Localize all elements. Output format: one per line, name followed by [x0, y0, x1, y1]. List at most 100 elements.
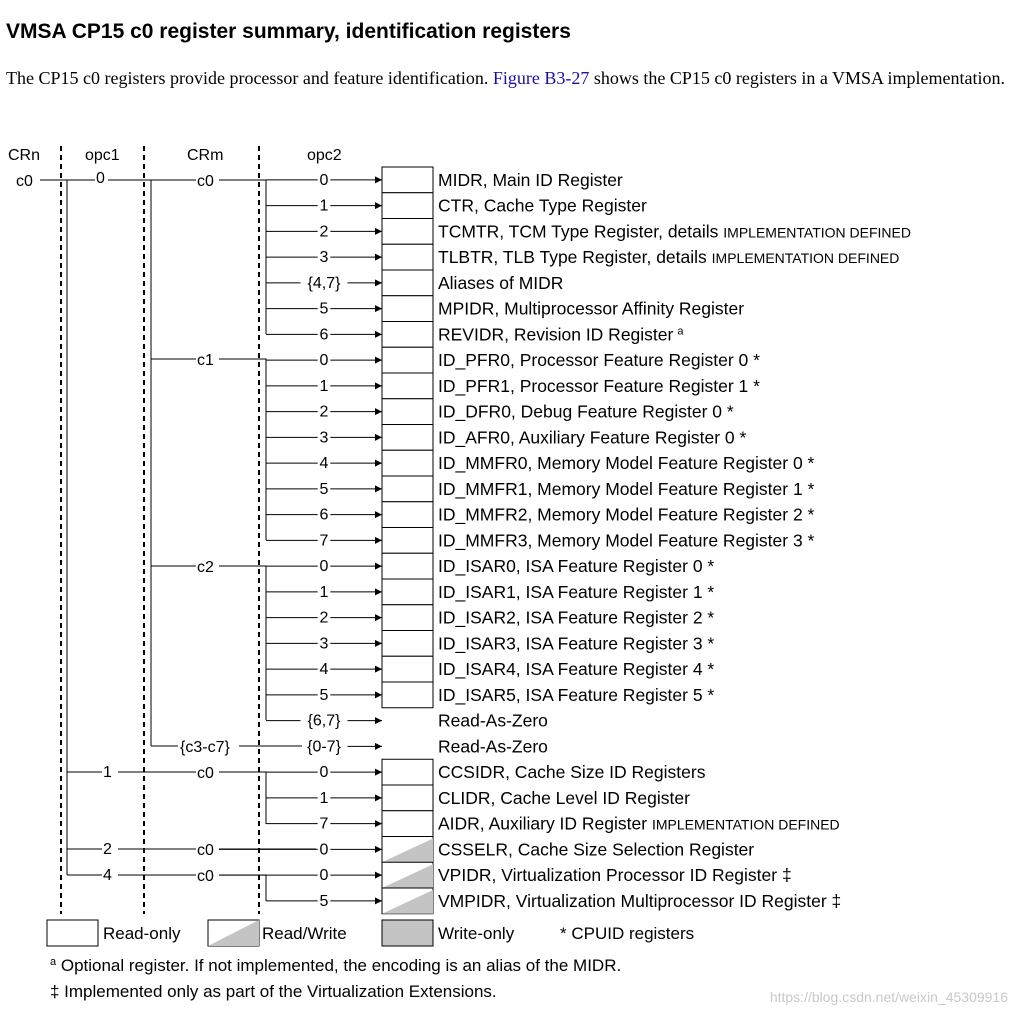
- opc2-value: 1: [320, 378, 329, 395]
- register-name-text: CLIDR, Cache Level ID Register: [438, 788, 690, 808]
- crn-value: c0: [16, 173, 33, 190]
- opc1-value: 1: [103, 764, 112, 781]
- register-footnote-marker: a: [677, 325, 684, 337]
- footnote-a: a Optional register. If not implemented,…: [50, 956, 621, 975]
- register-name: ID_ISAR2, ISA Feature Register 2 *: [438, 608, 714, 629]
- register-name-text: VMPIDR, Virtualization Multiprocessor ID…: [438, 891, 841, 911]
- opc2-value: 7: [320, 532, 329, 549]
- register-name: ID_MMFR1, Memory Model Feature Register …: [438, 479, 815, 500]
- footnote-dagger: ‡ Implemented only as part of the Virtua…: [50, 982, 497, 1001]
- opc2-value: 6: [320, 507, 329, 524]
- register-name-text: CTR, Cache Type Register: [438, 196, 647, 216]
- register-name-text: ID_ISAR1, ISA Feature Register 1 *: [438, 582, 714, 603]
- register-box: [381, 166, 434, 194]
- register-name-text: AIDR, Auxiliary ID Register: [438, 814, 652, 834]
- register-name: ID_PFR0, Processor Feature Register 0 *: [438, 350, 760, 371]
- register-box-rw-fill: [382, 864, 433, 888]
- register-box: [381, 321, 434, 348]
- register-name: VMPIDR, Virtualization Multiprocessor ID…: [438, 891, 841, 911]
- register-box: [381, 475, 434, 503]
- register-name-text: ID_DFR0, Debug Feature Register 0 *: [438, 402, 734, 423]
- intro-paragraph: The CP15 c0 registers provide processor …: [6, 66, 1006, 91]
- figure-link[interactable]: Figure B3-27: [492, 68, 590, 88]
- register-name-text: ID_MMFR2, Memory Model Feature Register …: [438, 505, 815, 526]
- opc2-value: 4: [320, 661, 329, 678]
- register-name-text: Read-As-Zero: [438, 736, 548, 756]
- register-name: ID_MMFR0, Memory Model Feature Register …: [438, 453, 815, 474]
- register-box: [381, 810, 434, 837]
- opc2-value: 1: [320, 790, 329, 807]
- register-box: [381, 784, 434, 812]
- column-header-opc1: opc1: [85, 147, 120, 164]
- register-name-suffix: IMPLEMENTATION DEFINED: [652, 817, 840, 833]
- register-name: ID_PFR1, Processor Feature Register 1 *: [438, 376, 760, 397]
- register-name: ID_ISAR1, ISA Feature Register 1 *: [438, 582, 714, 603]
- register-name: ID_ISAR4, ISA Feature Register 4 *: [438, 659, 714, 680]
- register-box: [381, 630, 434, 657]
- legend-read-only-swatch: [46, 919, 99, 947]
- opc2-value: 0: [320, 841, 329, 858]
- register-name: ID_AFR0, Auxiliary Feature Register 0 *: [438, 427, 747, 448]
- register-row: 7 ID_MMFR3, Memory Model Feature Register…: [266, 527, 815, 554]
- column-header-crn: CRn: [8, 147, 40, 164]
- intro-text-end: shows the CP15 c0 registers in a VMSA im…: [589, 68, 1005, 88]
- register-box: [381, 527, 434, 554]
- register-row: 6 ID_MMFR2, Memory Model Feature Register…: [266, 501, 815, 528]
- crm-value: c0: [197, 173, 214, 190]
- register-name-text: TCMTR, TCM Type Register, details: [438, 221, 723, 241]
- opc2-value: 2: [320, 223, 329, 240]
- opc2-value: {6,7}: [308, 713, 342, 730]
- opc2-value: 5: [320, 893, 329, 910]
- legend-cpuid-label: * CPUID registers: [560, 924, 694, 943]
- register-box-rw-fill: [382, 838, 433, 863]
- opc2-value: 0: [320, 764, 329, 781]
- register-name: ID_ISAR3, ISA Feature Register 3 *: [438, 633, 714, 654]
- register-box: [381, 758, 434, 786]
- register-name-text: ID_ISAR5, ISA Feature Register 5 *: [438, 685, 714, 706]
- register-row: 4 ID_ISAR4, ISA Feature Register 4 *: [266, 655, 714, 683]
- register-box: [381, 346, 434, 374]
- register-name-text: TLBTR, TLB Type Register, details: [438, 247, 712, 267]
- register-box: [381, 655, 434, 683]
- register-box: [381, 295, 434, 322]
- register-name-text: ID_MMFR3, Memory Model Feature Register …: [438, 530, 815, 551]
- crm-value: c0: [197, 765, 214, 782]
- legend: Read-only Read/Write Write-only * CPUID …: [46, 919, 694, 947]
- opc2-value: 1: [320, 584, 329, 601]
- opc2-value: 2: [320, 610, 329, 627]
- opc2-value: 5: [320, 301, 329, 318]
- watermark: https://blog.csdn.net/weixin_45309916: [769, 989, 1008, 1005]
- register-box: [381, 218, 434, 245]
- footnote-a-marker: a: [50, 956, 57, 968]
- register-box: [381, 398, 434, 425]
- register-name: ID_ISAR0, ISA Feature Register 0 *: [438, 556, 714, 577]
- register-name-text: ID_AFR0, Auxiliary Feature Register 0 *: [438, 427, 747, 448]
- register-name-text: ID_MMFR1, Memory Model Feature Register …: [438, 479, 815, 500]
- register-name-text: ID_PFR0, Processor Feature Register 0 *: [438, 350, 760, 371]
- register-row: 1 ID_PFR1, Processor Feature Register 1 *: [266, 372, 760, 400]
- opc2-value: 0: [320, 352, 329, 369]
- opc2-value: 0: [320, 558, 329, 575]
- register-row: {0-7}Read-As-Zero: [307, 736, 548, 756]
- tree-line: [219, 358, 267, 540]
- register-row: 5 VMPIDR, Virtualization Multiprocessor I…: [266, 887, 841, 915]
- register-name: ID_ISAR5, ISA Feature Register 5 *: [438, 685, 714, 706]
- register-name: Read-As-Zero: [438, 711, 548, 731]
- crm-value: c1: [197, 352, 214, 369]
- register-name-text: ID_PFR1, Processor Feature Register 1 *: [438, 376, 760, 397]
- opc2-value: 3: [320, 249, 329, 266]
- legend-write-only-swatch: [381, 919, 434, 947]
- register-name: CCSIDR, Cache Size ID Registers: [438, 762, 706, 782]
- register-row: {4,7}Aliases of MIDR: [266, 269, 563, 297]
